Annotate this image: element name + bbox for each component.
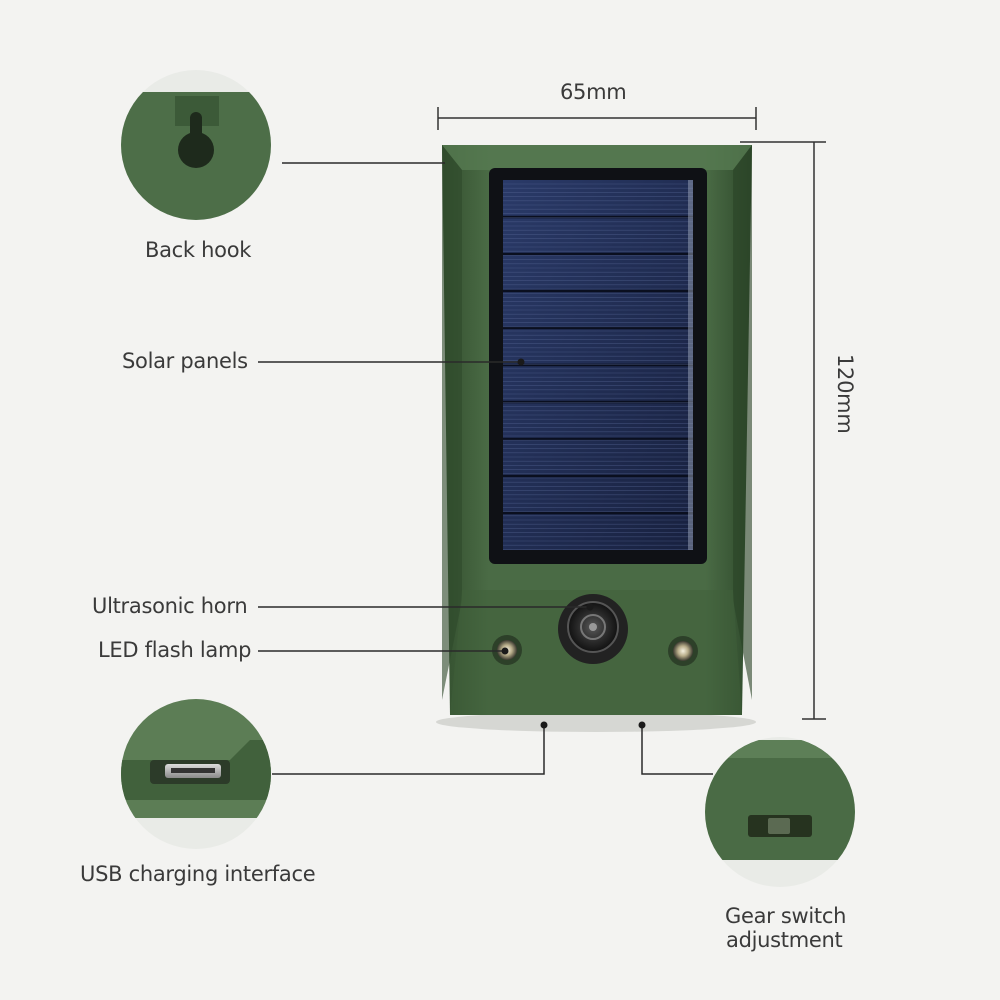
- height-dimension: [740, 141, 826, 720]
- usb-charging-label: USB charging interface: [80, 862, 316, 886]
- back-hook-detail: [121, 70, 271, 220]
- width-dimension-label: 65mm: [560, 80, 627, 104]
- ultrasonic-horn-label: Ultrasonic horn: [92, 594, 248, 618]
- leader-dots: [501, 358, 646, 729]
- width-dimension: [437, 107, 757, 130]
- leader-lines: [258, 162, 713, 775]
- gear-switch-label-line1: Gear switch: [725, 904, 847, 928]
- ultrasonic-horn: [558, 594, 628, 664]
- back-hook-label: Back hook: [145, 238, 252, 262]
- usb-port-detail: [121, 699, 271, 849]
- gear-switch-detail: [705, 737, 855, 887]
- led-flash-lamp-label: LED flash lamp: [98, 638, 252, 662]
- solar-cell-lines: [503, 180, 693, 550]
- led-lamp-right: [668, 636, 698, 666]
- gear-switch-label-line2: adjustment: [726, 928, 843, 952]
- height-dimension-label: 120mm: [833, 354, 857, 434]
- solar-panels-label: Solar panels: [122, 349, 248, 373]
